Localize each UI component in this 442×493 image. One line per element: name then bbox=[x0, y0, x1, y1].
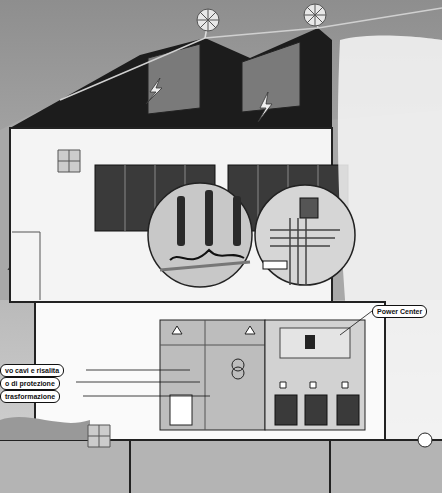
leader-line bbox=[76, 311, 372, 396]
callout-label: o di protezione bbox=[0, 377, 60, 390]
callout-label: trasformazione bbox=[0, 390, 60, 403]
cabin-room bbox=[35, 302, 385, 440]
callout-label: vo cavi e risalita bbox=[0, 364, 64, 377]
lightning-rod bbox=[197, 4, 326, 31]
callout-label: Power Center bbox=[372, 305, 427, 318]
label-text: vo cavi e risalita bbox=[5, 367, 59, 374]
detail-circle bbox=[148, 183, 355, 287]
label-text: o di protezione bbox=[5, 380, 55, 387]
label-text: Power Center bbox=[377, 308, 422, 315]
ground bbox=[0, 417, 442, 493]
label-text: trasformazione bbox=[5, 393, 55, 400]
